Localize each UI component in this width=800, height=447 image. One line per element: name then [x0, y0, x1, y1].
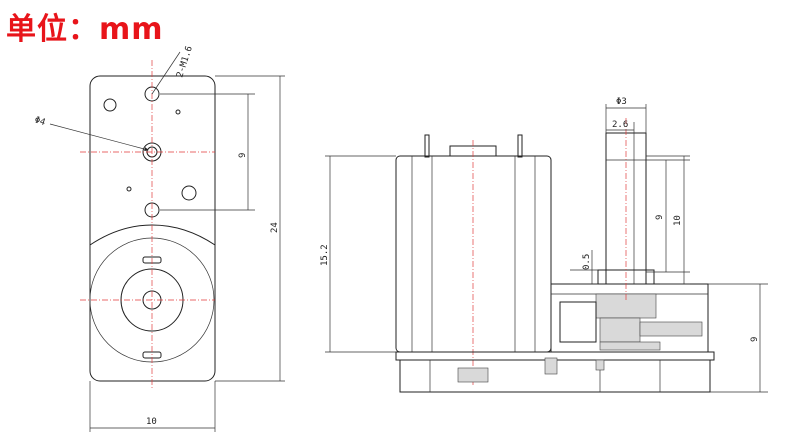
front-view: 2-M1.6 Φ4 9 24 10 [33, 45, 285, 432]
shaft-length-label: 10 [673, 215, 683, 226]
shaft-diameter-label: Φ3 [616, 97, 627, 107]
gear-stack-3 [639, 321, 703, 337]
center-diameter-label: Φ4 [33, 115, 46, 128]
total-height-label: 24 [270, 222, 280, 233]
shaft-flat-label: 2.6 [612, 120, 628, 130]
small-hole-1 [175, 109, 181, 115]
right-hole [181, 185, 197, 201]
width-label: 10 [146, 417, 157, 427]
terminal-left [424, 134, 430, 158]
terminal-right [517, 134, 523, 158]
motor-body [395, 155, 552, 353]
small-part-2 [595, 359, 605, 371]
hole-spec-leader [151, 51, 181, 95]
center-diameter-leader [49, 123, 149, 152]
gear-stack-2 [599, 317, 641, 343]
gear-shaft-block [559, 301, 597, 343]
gear-housing-outline [89, 224, 216, 246]
motor-height-label: 15.2 [320, 244, 330, 266]
flat-length-label: 9 [655, 215, 665, 220]
unit-title: 单位：mm [6, 12, 164, 47]
shoulder-label: 0.5 [582, 254, 592, 270]
front-plate-outline [89, 75, 216, 382]
small-part-1 [544, 357, 558, 375]
gear-stack-4 [599, 341, 661, 351]
hole-spec-label: 2-M1.6 [175, 45, 195, 79]
pinion-gear [457, 367, 489, 383]
left-hole [103, 98, 117, 112]
small-hole-2 [126, 186, 132, 192]
side-view: Φ3 2.6 9 10 0.5 15.2 9 [320, 97, 768, 393]
gearbox-height-label: 9 [750, 337, 760, 342]
hole-spacing-label: 9 [238, 153, 248, 158]
